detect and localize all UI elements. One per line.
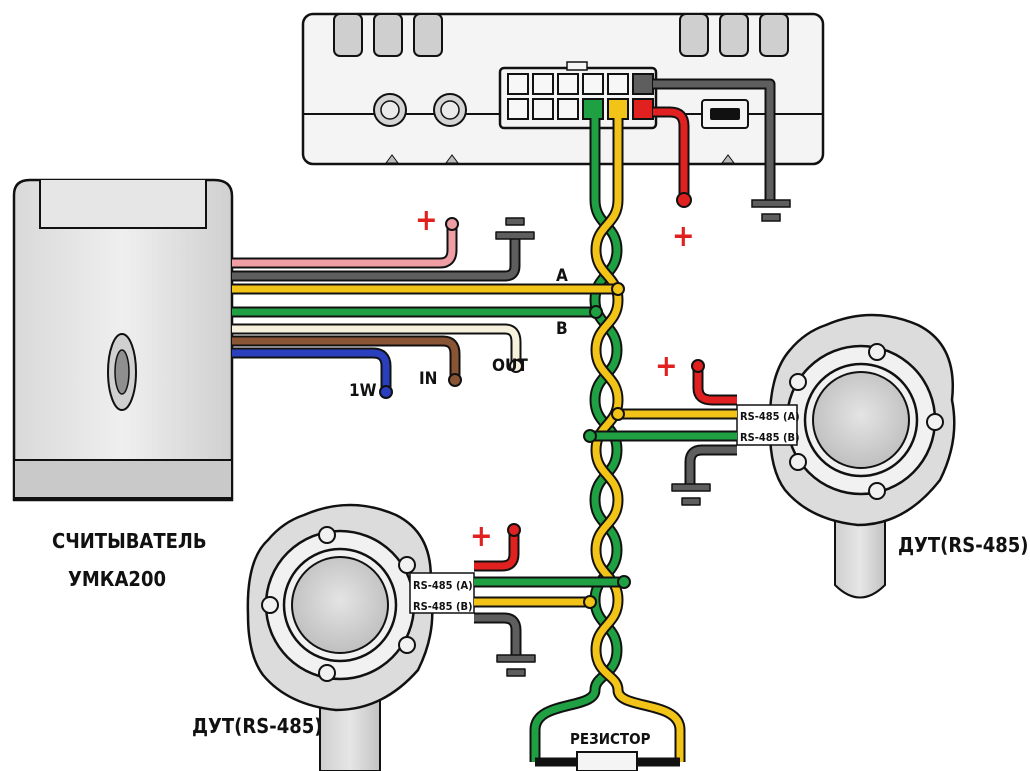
wire-label-1w: 1W (349, 381, 377, 401)
tracker-power-wires: + (653, 78, 791, 254)
wire-label-out: OUT (492, 356, 528, 376)
sensor-left-wires (474, 523, 631, 677)
tracker-unit (301, 12, 825, 166)
reader-title: СЧИТЫВАТЕЛЬ (52, 529, 207, 553)
sensor-left-title: ДУТ(RS-485) (192, 714, 322, 738)
plus-sign: + (672, 219, 695, 254)
reader-plus-sign: + (415, 203, 438, 238)
usb-port-icon (701, 99, 749, 129)
wire-label-in: IN (419, 369, 438, 389)
sensor-left-plus-sign: + (470, 519, 493, 554)
sensor-right-title: ДУТ(RS-485) (898, 533, 1028, 557)
sensor-right-port-a: RS-485 (A) (740, 410, 800, 423)
card-reader (12, 178, 234, 502)
terminating-resistor: РЕЗИСТОР (535, 730, 680, 771)
sensor-left-port-a: RS-485 (A) (413, 579, 473, 592)
resistor-label: РЕЗИСТОР (570, 730, 651, 748)
reader-led-icon (107, 333, 137, 411)
ground-icon (751, 199, 791, 222)
audio-jack-icon (373, 93, 407, 127)
sensor-right-wires (583, 359, 737, 506)
fuel-sensor-right: RS-485 (A) RS-485 (B) (736, 313, 956, 599)
wire-label-b: B (556, 319, 568, 339)
reader-wires (232, 217, 625, 399)
sensor-right-port-b: RS-485 (B) (740, 431, 800, 444)
sensor-left-port-b: RS-485 (B) (413, 600, 473, 613)
main-connector-icon (498, 61, 658, 130)
fuel-sensor-left: RS-485 (A) RS-485 (B) (246, 503, 475, 771)
audio-jack-icon (433, 93, 467, 127)
reader-model: УМКА200 (68, 567, 166, 591)
wire-label-a: A (556, 266, 568, 286)
sensor-right-plus-sign: + (655, 349, 678, 384)
